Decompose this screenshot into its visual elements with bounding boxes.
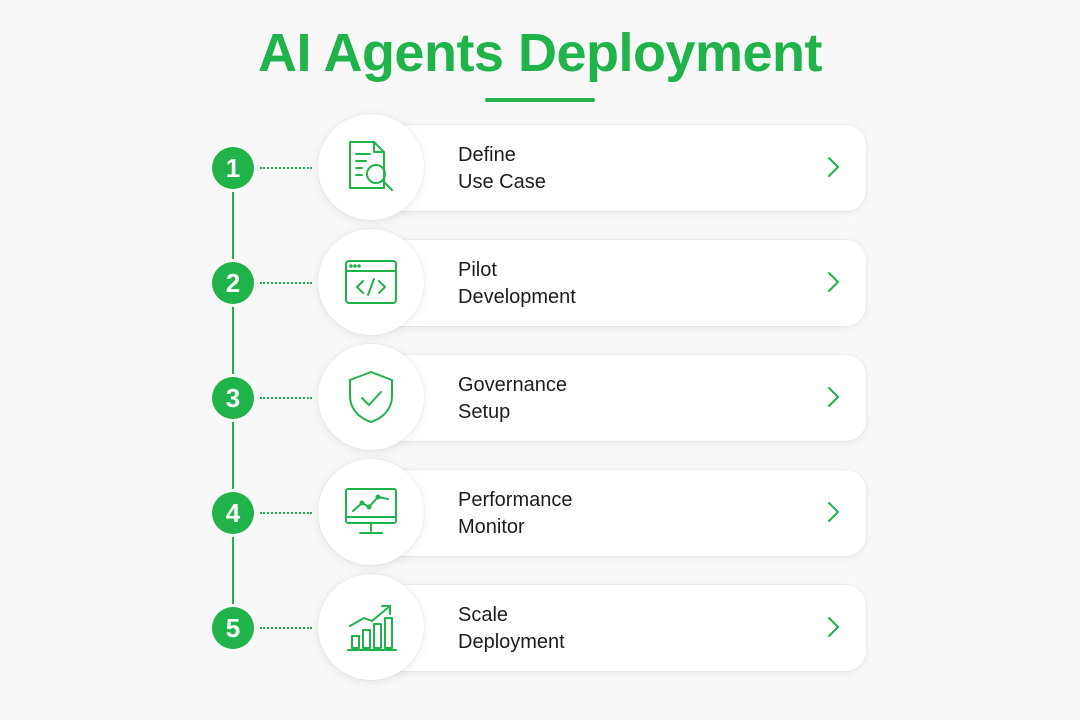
step-number: 3: [212, 377, 254, 419]
step-label: Performance Monitor: [458, 489, 573, 538]
chevron-right-icon[interactable]: [822, 499, 844, 525]
step-1[interactable]: 1 Define Use Case: [0, 114, 1080, 220]
chevron-right-icon[interactable]: [822, 614, 844, 640]
step-label: Governance Setup: [458, 374, 567, 423]
code-window-icon: [318, 229, 424, 335]
step-number: 4: [212, 492, 254, 534]
step-card[interactable]: [368, 470, 866, 556]
step-card[interactable]: [368, 355, 866, 441]
step-card[interactable]: [368, 125, 866, 211]
step-number: 5: [212, 607, 254, 649]
step-card[interactable]: [368, 585, 866, 671]
connector-dots: [260, 282, 312, 284]
step-number: 1: [212, 147, 254, 189]
step-5[interactable]: 5 Scale Deployment: [0, 574, 1080, 680]
monitor-chart-icon: [318, 459, 424, 565]
step-2[interactable]: 2 Pilot Development: [0, 229, 1080, 335]
step-label: Pilot Development: [458, 259, 576, 308]
connector-dots: [260, 512, 312, 514]
step-4[interactable]: 4 Performance Monitor: [0, 459, 1080, 565]
connector-dots: [260, 397, 312, 399]
step-3[interactable]: 3 Governance Setup: [0, 344, 1080, 450]
connector-dots: [260, 167, 312, 169]
connector-dots: [260, 627, 312, 629]
step-card[interactable]: [368, 240, 866, 326]
chevron-right-icon[interactable]: [822, 154, 844, 180]
chevron-right-icon[interactable]: [822, 269, 844, 295]
document-search-icon: [318, 114, 424, 220]
title-underline: [485, 98, 595, 102]
step-label: Define Use Case: [458, 144, 546, 193]
shield-check-icon: [318, 344, 424, 450]
step-label: Scale Deployment: [458, 604, 565, 653]
chevron-right-icon[interactable]: [822, 384, 844, 410]
growth-chart-icon: [318, 574, 424, 680]
page-title: AI Agents Deployment: [257, 23, 823, 83]
step-number: 2: [212, 262, 254, 304]
